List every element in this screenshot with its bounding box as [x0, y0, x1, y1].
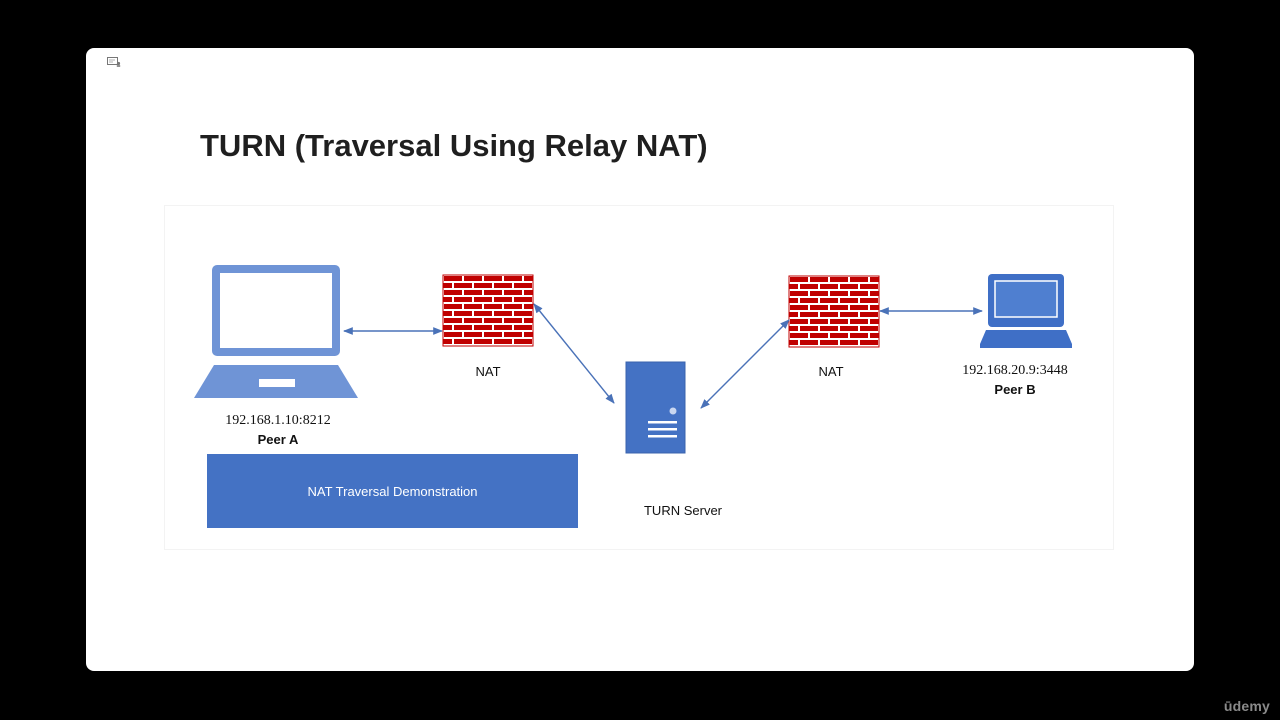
peer-b-laptop-icon — [980, 274, 1072, 348]
nat-left-label: NAT — [475, 364, 501, 379]
peer-b-address: 192.168.20.9:3448 — [962, 363, 1068, 378]
diagram — [194, 265, 1072, 454]
demo-box-label: NAT Traversal Demonstration — [307, 483, 478, 499]
edge-turn-nat-right — [700, 319, 790, 409]
slide-title: TURN (Traversal Using Relay NAT) — [200, 128, 708, 163]
peer-a-laptop-icon — [194, 265, 358, 398]
nat-left-firewall-icon — [442, 274, 534, 347]
nat-right-label: NAT — [818, 364, 844, 379]
peer-b-name: Peer B — [994, 382, 1036, 397]
turn-server-icon — [625, 361, 686, 454]
edge-nat-left-turn — [533, 303, 615, 404]
diagram-frame — [164, 205, 1114, 550]
nat-right-firewall-icon — [788, 275, 880, 348]
presenter-icon — [107, 57, 121, 67]
turn-server-label: TURN Server — [643, 503, 723, 518]
udemy-watermark: ūdemy — [1223, 698, 1270, 714]
nat-traversal-demo-box: NAT Traversal Demonstration — [207, 454, 578, 528]
peer-a-name: Peer A — [257, 432, 299, 447]
slide: TURN (Traversal Using Relay NAT) — [86, 48, 1194, 671]
peer-a-address: 192.168.1.10:8212 — [225, 413, 331, 428]
